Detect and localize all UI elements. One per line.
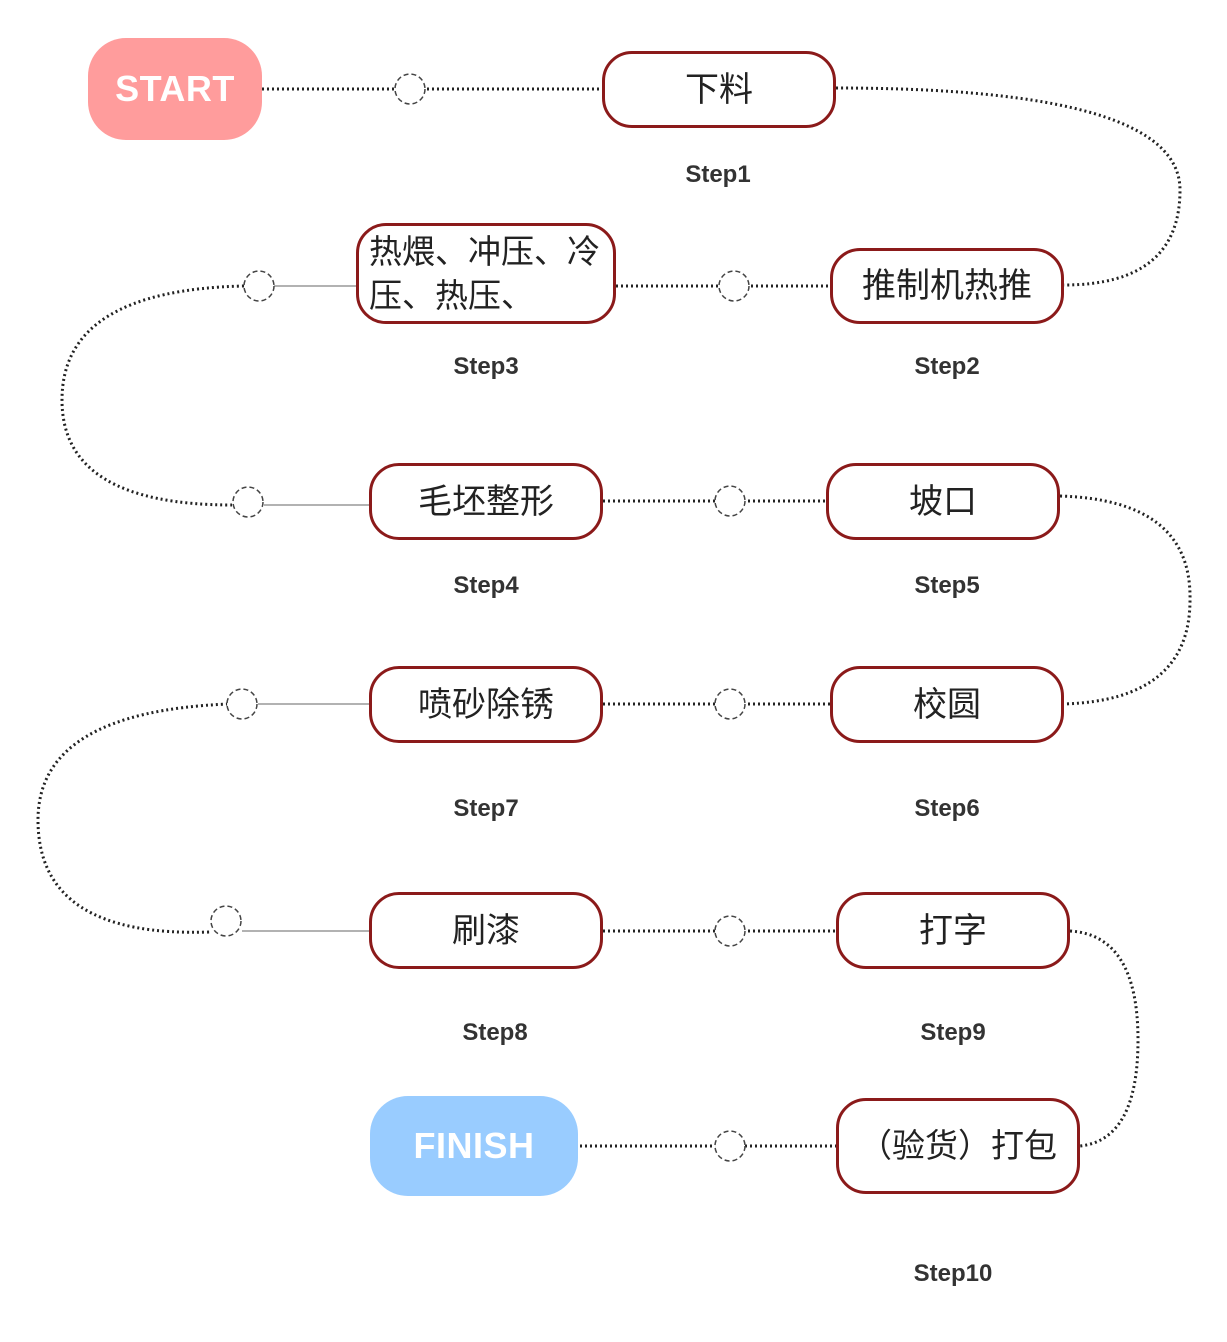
connector-dot — [394, 73, 426, 105]
connector-dot — [714, 915, 746, 947]
connector-step9-step10 — [1069, 929, 1140, 1148]
step2-label: Step2 — [914, 353, 980, 380]
step7-node: 喷砂除锈 — [369, 666, 603, 743]
connector-step3-step4 — [60, 284, 245, 507]
step4-node: 毛坯整形 — [369, 463, 603, 540]
step5-node: 坡口 — [826, 463, 1060, 540]
step9-node: 打字 — [836, 892, 1070, 969]
step4-label: Step4 — [453, 572, 519, 599]
connector-dot — [243, 270, 275, 302]
step3-label: Step3 — [453, 353, 519, 380]
connector-dot — [226, 688, 258, 720]
connector-dot — [714, 1130, 746, 1162]
step1-label: Step1 — [685, 161, 751, 188]
step8-node: 刷漆 — [369, 892, 603, 969]
step10-node: （验货）打包 — [836, 1098, 1080, 1194]
step1-node: 下料 — [602, 51, 836, 128]
connector-step1-step2 — [835, 86, 1182, 287]
step6-node: 校圆 — [830, 666, 1064, 743]
connector-dot — [232, 486, 264, 518]
step7-label: Step7 — [453, 795, 519, 822]
step2-node: 推制机热推 — [830, 248, 1064, 324]
start-terminal: START — [88, 38, 262, 140]
step3-node: 热煨、冲压、冷压、热压、 — [356, 223, 616, 324]
step6-label: Step6 — [914, 795, 980, 822]
connector-step7-step8 — [36, 702, 229, 934]
finish-terminal: FINISH — [370, 1096, 578, 1196]
connector-step5-step6 — [1059, 494, 1192, 706]
connector-dot — [714, 688, 746, 720]
step10-label: Step10 — [913, 1260, 993, 1287]
connector-dot — [718, 270, 750, 302]
step5-label: Step5 — [914, 572, 980, 599]
step8-label: Step8 — [462, 1019, 528, 1046]
connector-dot — [210, 905, 242, 937]
step9-label: Step9 — [920, 1019, 986, 1046]
connector-dot — [714, 485, 746, 517]
